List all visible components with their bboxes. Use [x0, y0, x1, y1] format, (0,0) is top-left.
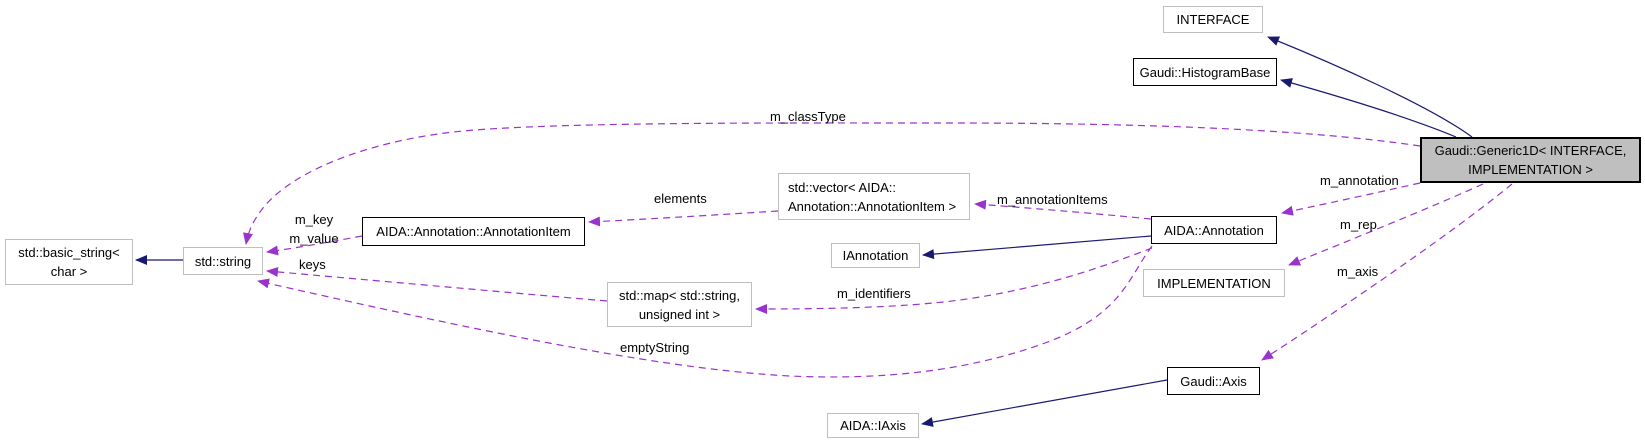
node-std-vector-annotationitem: std::vector< AIDA:: Annotation::Annotati… — [778, 173, 970, 220]
edge-inherit-annotation-to-iannotation — [922, 235, 1152, 260]
edge-usage-emptystring — [257, 245, 1153, 378]
edge-usage-elements — [588, 210, 779, 227]
edge-usage-m-key-m-value — [266, 235, 363, 256]
node-aida-iaxis: AIDA::IAxis — [827, 413, 919, 438]
edge-label-m-axis: m_axis — [1337, 264, 1379, 279]
node-label-line2: IMPLEMENTATION > — [1468, 162, 1593, 177]
node-std-string: std::string — [183, 247, 263, 275]
edge-label-m-rep: m_rep — [1340, 217, 1377, 232]
node-iannotation: IAnnotation — [831, 243, 920, 268]
node-label: INTERFACE — [1176, 12, 1250, 27]
node-label-line2: unsigned int > — [638, 306, 721, 322]
node-label-line1: std::vector< AIDA:: — [788, 179, 897, 195]
edge-label-elements: elements — [654, 191, 707, 206]
node-std-basic-string: std::basic_string< char > — [5, 239, 133, 285]
edge-label-keys: keys — [299, 257, 326, 272]
edge-label-m-annotation: m_annotation — [1320, 173, 1399, 188]
node-label-line1: std::basic_string< — [18, 245, 120, 260]
edge-label-m-identifiers: m_identifiers — [837, 286, 911, 301]
node-implementation: IMPLEMENTATION — [1143, 269, 1285, 297]
edge-usage-m-identifiers — [755, 247, 1153, 314]
node-label: std::string — [194, 253, 252, 269]
edge-inherit-generic1d-to-histogrambase — [1280, 78, 1457, 138]
edge-usage-m-annotationitems — [974, 199, 1152, 220]
node-label: AIDA::Annotation — [1164, 222, 1264, 238]
edge-usage-keys — [266, 266, 608, 302]
node-label: AIDA::IAxis — [840, 418, 906, 433]
node-label-line2: char > — [50, 264, 88, 279]
node-std-map-string-uint: std::map< std::string, unsigned int > — [607, 282, 752, 327]
edge-label-m-annotationitems: m_annotationItems — [997, 192, 1108, 207]
edge-usage-m-annotation — [1281, 182, 1421, 216]
node-gaudi-axis[interactable]: Gaudi::Axis — [1167, 367, 1260, 395]
node-gaudi-generic1d: Gaudi::Generic1D< INTERFACE, IMPLEMENTAT… — [1420, 137, 1641, 183]
node-label-line1: Gaudi::Generic1D< INTERFACE, — [1434, 143, 1627, 158]
node-label-line1: std::map< std::string, — [618, 287, 741, 303]
edge-label-m-classtype: m_classType — [770, 109, 846, 124]
edge-label-m-value: m_value — [289, 231, 339, 246]
node-aida-annotation[interactable]: AIDA::Annotation — [1151, 216, 1277, 244]
node-label: IAnnotation — [842, 248, 909, 263]
edge-inherit-axis-to-iaxis — [921, 379, 1168, 427]
node-aida-annotation-annotationitem[interactable]: AIDA::Annotation::AnnotationItem — [362, 217, 585, 246]
node-interface: INTERFACE — [1163, 6, 1263, 33]
edge-label-m-key-m-value: m_key m_value — [286, 210, 342, 248]
edge-label-emptystring: emptyString — [620, 340, 690, 355]
edge-usage-m-axis — [1261, 183, 1513, 361]
node-label: IMPLEMENTATION — [1157, 275, 1271, 291]
node-label: Gaudi::HistogramBase — [1139, 64, 1271, 80]
edge-label-m-key: m_key — [294, 212, 334, 227]
edge-usage-m-classtype — [243, 122, 1421, 245]
edge-inherit-generic1d-to-interface — [1267, 36, 1473, 138]
edge-usage-m-rep — [1288, 183, 1484, 266]
node-label: Gaudi::Axis — [1180, 373, 1247, 389]
node-gaudi-histogrambase[interactable]: Gaudi::HistogramBase — [1133, 58, 1277, 86]
node-label: AIDA::Annotation::AnnotationItem — [376, 224, 571, 239]
node-label-line2: Annotation::AnnotationItem > — [788, 198, 957, 214]
